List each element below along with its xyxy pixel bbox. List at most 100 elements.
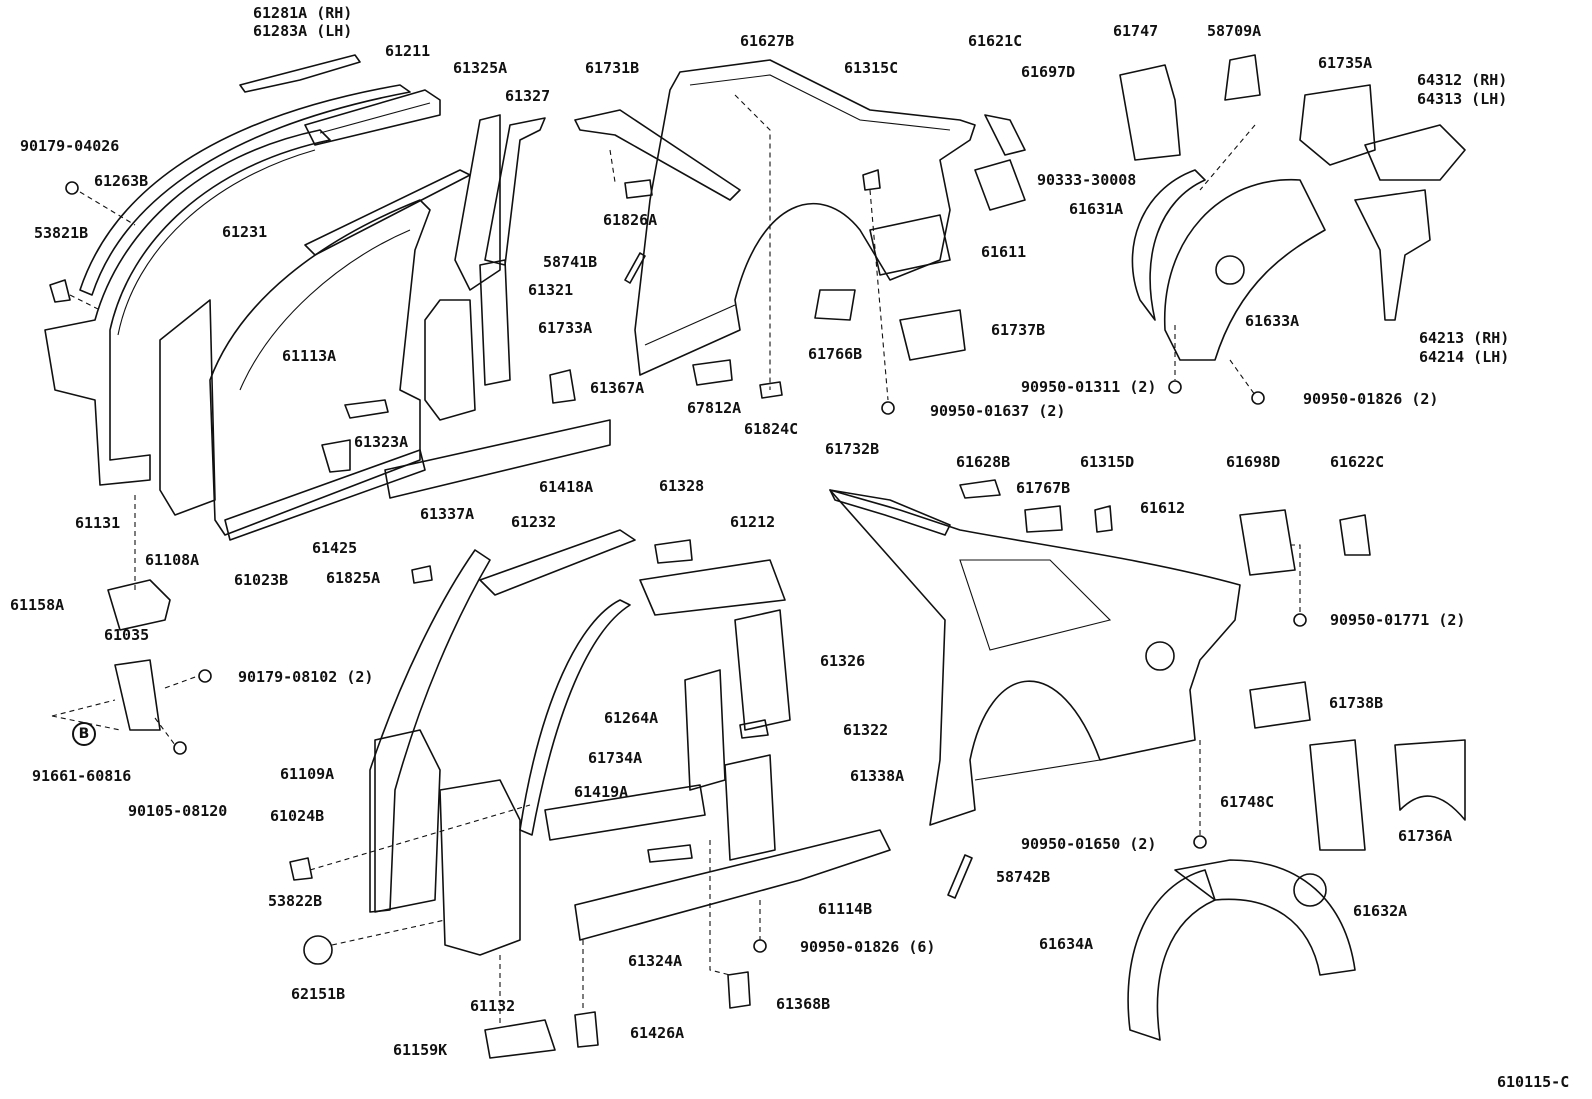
label-61612[interactable]: 61612: [1140, 499, 1186, 517]
label-90950-01826-2[interactable]: 90950-01826 (2): [1303, 390, 1439, 408]
label-61735A[interactable]: 61735A: [1318, 54, 1373, 72]
part-61108A-drawing: [159, 299, 216, 516]
label-61824C[interactable]: 61824C: [744, 420, 799, 438]
label-61231[interactable]: 61231: [222, 223, 268, 241]
label-64312[interactable]: 64312 (RH): [1417, 71, 1508, 89]
label-61281A[interactable]: 61281A (RH): [253, 4, 353, 22]
label-61159K[interactable]: 61159K: [393, 1041, 448, 1059]
part-61212-drawing: [639, 559, 786, 616]
label-61283A[interactable]: 61283A (LH): [253, 22, 353, 40]
label-61368B[interactable]: 61368B: [776, 995, 831, 1013]
label-61611[interactable]: 61611: [981, 243, 1027, 261]
label-61734A[interactable]: 61734A: [588, 749, 643, 767]
label-90950-01826-6[interactable]: 90950-01826 (6): [800, 938, 936, 956]
label-61632A[interactable]: 61632A: [1353, 902, 1408, 920]
label-61158A[interactable]: 61158A: [10, 596, 65, 614]
label-58742B[interactable]: 58742B: [996, 868, 1051, 886]
label-61766B[interactable]: 61766B: [808, 345, 863, 363]
label-61418A[interactable]: 61418A: [539, 478, 594, 496]
label-90179-08102[interactable]: 90179-08102 (2): [238, 668, 374, 686]
label-61737B[interactable]: 61737B: [991, 321, 1046, 339]
label-61621C[interactable]: 61621C: [968, 32, 1023, 50]
label-61732B[interactable]: 61732B: [825, 440, 880, 458]
label-61108A[interactable]: 61108A: [145, 551, 200, 569]
part-61315C-drawing: [862, 169, 881, 191]
label-90950-01637[interactable]: 90950-01637 (2): [930, 402, 1066, 420]
part-61825A-drawing: [411, 565, 433, 584]
label-61738B[interactable]: 61738B: [1329, 694, 1384, 712]
label-61367A[interactable]: 61367A: [590, 379, 645, 397]
label-61748C[interactable]: 61748C: [1220, 793, 1275, 811]
label-61622C[interactable]: 61622C: [1330, 453, 1385, 471]
label-64313[interactable]: 64313 (LH): [1417, 90, 1508, 108]
bolt-90950-01650: [1193, 835, 1207, 849]
label-61325A[interactable]: 61325A: [453, 59, 508, 77]
label-61211[interactable]: 61211: [385, 42, 431, 60]
label-61425[interactable]: 61425: [312, 539, 358, 557]
label-61024B[interactable]: 61024B: [270, 807, 325, 825]
label-90333-30008[interactable]: 90333-30008: [1037, 171, 1137, 189]
label-61628B[interactable]: 61628B: [956, 453, 1011, 471]
label-67812A[interactable]: 67812A: [687, 399, 742, 417]
label-61337A[interactable]: 61337A: [420, 505, 475, 523]
label-61733A[interactable]: 61733A: [538, 319, 593, 337]
label-90105-08120[interactable]: 90105-08120: [128, 802, 228, 820]
label-58741B[interactable]: 58741B: [543, 253, 598, 271]
label-61328[interactable]: 61328: [659, 477, 705, 495]
label-90950-01311[interactable]: 90950-01311 (2): [1021, 378, 1157, 396]
label-61232[interactable]: 61232: [511, 513, 557, 531]
label-53821B[interactable]: 53821B: [34, 224, 89, 242]
label-90179-04026[interactable]: 90179-04026: [20, 137, 120, 155]
part-61824C-drawing: [759, 381, 783, 399]
label-61109A[interactable]: 61109A: [280, 765, 335, 783]
label-61264A[interactable]: 61264A: [604, 709, 659, 727]
label-61426A[interactable]: 61426A: [630, 1024, 685, 1042]
label-61114B[interactable]: 61114B: [818, 900, 873, 918]
part-61634A-drawing: [1127, 869, 1216, 1041]
label-61631A[interactable]: 61631A: [1069, 200, 1124, 218]
label-61419A[interactable]: 61419A: [574, 783, 629, 801]
label-61326[interactable]: 61326: [820, 652, 866, 670]
label-90950-01771[interactable]: 90950-01771 (2): [1330, 611, 1466, 629]
label-61627B[interactable]: 61627B: [740, 32, 795, 50]
part-61328-drawing: [654, 539, 693, 564]
label-61747[interactable]: 61747: [1113, 22, 1159, 40]
label-61113A[interactable]: 61113A: [282, 347, 337, 365]
label-61736A[interactable]: 61736A: [1398, 827, 1453, 845]
label-61731B[interactable]: 61731B: [585, 59, 640, 77]
label-61697D[interactable]: 61697D: [1021, 63, 1076, 81]
label-61327[interactable]: 61327: [505, 87, 551, 105]
part-61612-drawing: [829, 489, 1241, 826]
label-61035[interactable]: 61035: [104, 626, 150, 644]
label-90950-01650[interactable]: 90950-01650 (2): [1021, 835, 1157, 853]
label-61825A[interactable]: 61825A: [326, 569, 381, 587]
label-62151B[interactable]: 62151B: [291, 985, 346, 1003]
label-61826A[interactable]: 61826A: [603, 211, 658, 229]
label-61633A[interactable]: 61633A: [1245, 312, 1300, 330]
label-64213[interactable]: 64213 (RH): [1419, 329, 1510, 347]
label-61132[interactable]: 61132: [470, 997, 516, 1015]
label-91661-60816[interactable]: 91661-60816: [32, 767, 132, 785]
label-64214[interactable]: 64214 (LH): [1419, 348, 1510, 366]
label-61324A[interactable]: 61324A: [628, 952, 683, 970]
part-58742B-drawing: [947, 854, 973, 899]
part-61732B-drawing: [829, 489, 951, 536]
label-61322[interactable]: 61322: [843, 721, 889, 739]
label-58709A[interactable]: 58709A: [1207, 22, 1262, 40]
label-61321[interactable]: 61321: [528, 281, 574, 299]
label-61023B[interactable]: 61023B: [234, 571, 289, 589]
label-61212[interactable]: 61212: [730, 513, 776, 531]
label-61131[interactable]: 61131: [75, 514, 121, 532]
label-53822B[interactable]: 53822B: [268, 892, 323, 910]
circle-marker-b: B: [72, 722, 96, 746]
label-61315D[interactable]: 61315D: [1080, 453, 1135, 471]
label-61698D[interactable]: 61698D: [1226, 453, 1281, 471]
label-61323A[interactable]: 61323A: [354, 433, 409, 451]
part-61766B-drawing: [814, 289, 856, 321]
label-61338A[interactable]: 61338A: [850, 767, 905, 785]
label-61315C[interactable]: 61315C: [844, 59, 899, 77]
label-61767B[interactable]: 61767B: [1016, 479, 1071, 497]
label-61263B[interactable]: 61263B: [94, 172, 149, 190]
label-61634A[interactable]: 61634A: [1039, 935, 1094, 953]
